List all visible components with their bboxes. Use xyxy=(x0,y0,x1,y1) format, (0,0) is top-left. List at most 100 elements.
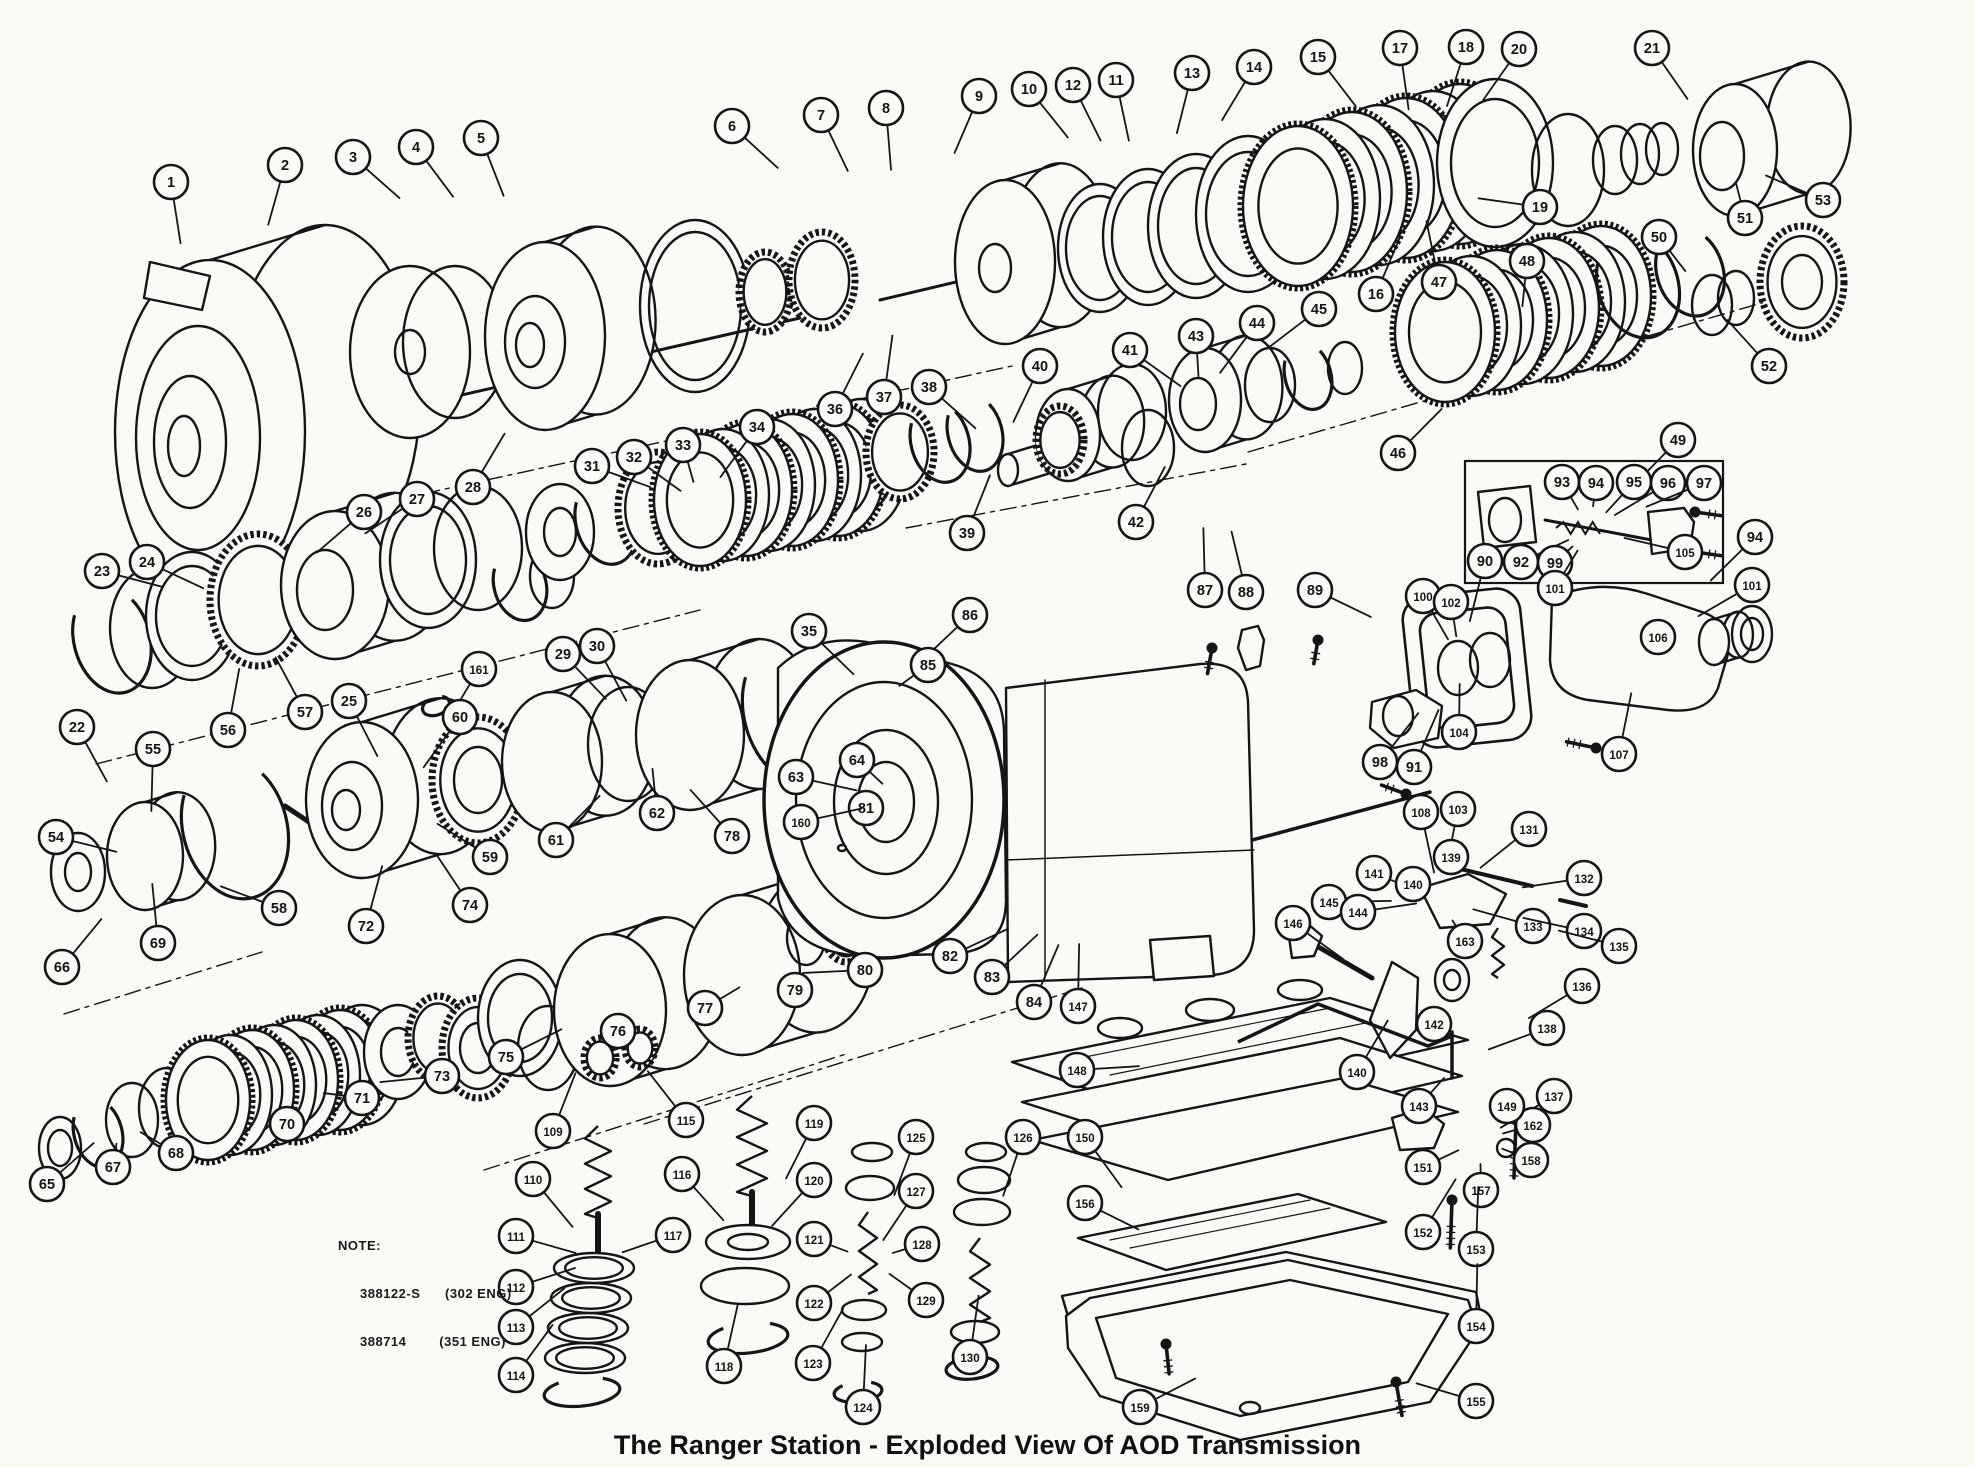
svg-text:15: 15 xyxy=(1310,50,1326,66)
callout-22: 22 xyxy=(58,708,96,746)
callout-50: 50 xyxy=(1640,218,1678,256)
callout-161: 161 xyxy=(460,650,498,688)
svg-text:52: 52 xyxy=(1761,359,1777,375)
svg-text:54: 54 xyxy=(48,830,64,846)
svg-text:156: 156 xyxy=(1075,1199,1094,1211)
svg-text:18: 18 xyxy=(1458,40,1474,56)
callout-109: 109 xyxy=(534,1112,572,1150)
callout-63: 63 xyxy=(777,758,815,796)
callout-7: 7 xyxy=(802,96,840,134)
svg-text:162: 162 xyxy=(1523,1121,1542,1133)
callout-92: 92 xyxy=(1502,543,1540,581)
callout-85: 85 xyxy=(909,646,947,684)
callout-96: 96 xyxy=(1649,464,1687,502)
svg-text:14: 14 xyxy=(1246,60,1262,76)
part-blob xyxy=(1368,688,1444,750)
svg-text:38: 38 xyxy=(921,380,937,396)
callout-97: 97 xyxy=(1685,464,1723,502)
svg-text:29: 29 xyxy=(555,647,571,663)
svg-text:13: 13 xyxy=(1184,66,1200,82)
callout-39: 39 xyxy=(948,514,986,552)
callout-103: 103 xyxy=(1439,790,1477,828)
part-spring xyxy=(857,1211,879,1296)
callout-25: 25 xyxy=(330,682,368,720)
svg-text:120: 120 xyxy=(804,1176,823,1188)
callout-148: 148 xyxy=(1058,1051,1096,1089)
svg-text:67: 67 xyxy=(105,1160,121,1176)
callout-154: 154 xyxy=(1457,1307,1495,1345)
callout-129: 129 xyxy=(907,1281,945,1319)
part-blob xyxy=(142,260,212,312)
callout-88: 88 xyxy=(1227,573,1265,611)
svg-text:66: 66 xyxy=(54,960,70,976)
callout-101: 101 xyxy=(1536,569,1574,607)
svg-text:92: 92 xyxy=(1513,555,1529,571)
callout-149: 149 xyxy=(1488,1087,1526,1125)
svg-text:58: 58 xyxy=(271,901,287,917)
svg-text:17: 17 xyxy=(1392,41,1408,57)
svg-text:104: 104 xyxy=(1449,728,1469,740)
svg-text:136: 136 xyxy=(1572,982,1591,994)
svg-text:112: 112 xyxy=(507,1283,526,1295)
part-blob xyxy=(1004,662,1256,984)
svg-text:55: 55 xyxy=(145,742,161,758)
svg-text:40: 40 xyxy=(1032,359,1048,375)
svg-text:154: 154 xyxy=(1466,1322,1486,1334)
svg-text:148: 148 xyxy=(1067,1066,1087,1078)
svg-text:48: 48 xyxy=(1519,254,1535,270)
callout-147: 147 xyxy=(1059,987,1097,1025)
svg-text:33: 33 xyxy=(675,438,691,454)
svg-text:4: 4 xyxy=(412,140,420,156)
svg-text:159: 159 xyxy=(1130,1403,1149,1415)
svg-text:47: 47 xyxy=(1431,275,1447,291)
svg-text:123: 123 xyxy=(803,1359,822,1371)
callout-17: 17 xyxy=(1381,29,1419,67)
svg-text:74: 74 xyxy=(462,898,478,914)
svg-text:111: 111 xyxy=(507,1232,526,1244)
svg-text:122: 122 xyxy=(804,1299,823,1311)
callout-130: 130 xyxy=(951,1338,989,1376)
svg-text:150: 150 xyxy=(1075,1133,1094,1145)
svg-text:94: 94 xyxy=(1747,530,1763,546)
svg-text:71: 71 xyxy=(354,1091,370,1107)
callout-14: 14 xyxy=(1235,48,1273,86)
svg-text:100: 100 xyxy=(1413,592,1432,604)
part-blob xyxy=(1148,934,1216,982)
callout-120: 120 xyxy=(795,1161,833,1199)
callout-113: 113 xyxy=(497,1308,535,1346)
callout-98: 98 xyxy=(1361,743,1399,781)
svg-text:32: 32 xyxy=(626,450,642,466)
part-blob xyxy=(1076,1192,1388,1272)
note-line: 388714 (351 ENG) xyxy=(360,1334,506,1349)
callout-160: 160 xyxy=(782,803,820,841)
callout-107: 107 xyxy=(1600,735,1638,773)
callout-156: 156 xyxy=(1066,1184,1104,1222)
callout-99: 99 xyxy=(1536,544,1574,582)
svg-text:86: 86 xyxy=(962,608,978,624)
note-title: NOTE: xyxy=(338,1238,381,1253)
callout-44: 44 xyxy=(1238,304,1276,342)
svg-text:25: 25 xyxy=(341,694,357,710)
callout-146: 146 xyxy=(1274,904,1312,942)
svg-text:149: 149 xyxy=(1497,1102,1516,1114)
callout-79: 79 xyxy=(776,971,814,1009)
callout-4: 4 xyxy=(397,128,435,166)
svg-text:133: 133 xyxy=(1523,922,1542,934)
callout-162: 162 xyxy=(1514,1106,1552,1144)
svg-text:61: 61 xyxy=(548,833,564,849)
svg-text:23: 23 xyxy=(94,564,110,580)
callout-89: 89 xyxy=(1296,571,1334,609)
callout-68: 68 xyxy=(157,1134,195,1172)
callout-83: 83 xyxy=(973,958,1011,996)
callout-143: 143 xyxy=(1400,1087,1438,1125)
callout-74: 74 xyxy=(451,886,489,924)
callout-123: 123 xyxy=(794,1344,832,1382)
svg-text:97: 97 xyxy=(1696,476,1712,492)
svg-text:132: 132 xyxy=(1574,874,1593,886)
svg-text:70: 70 xyxy=(279,1117,295,1133)
callout-115: 115 xyxy=(667,1101,705,1139)
svg-text:127: 127 xyxy=(906,1187,925,1199)
callout-150: 150 xyxy=(1066,1118,1104,1156)
callout-56: 56 xyxy=(209,711,247,749)
